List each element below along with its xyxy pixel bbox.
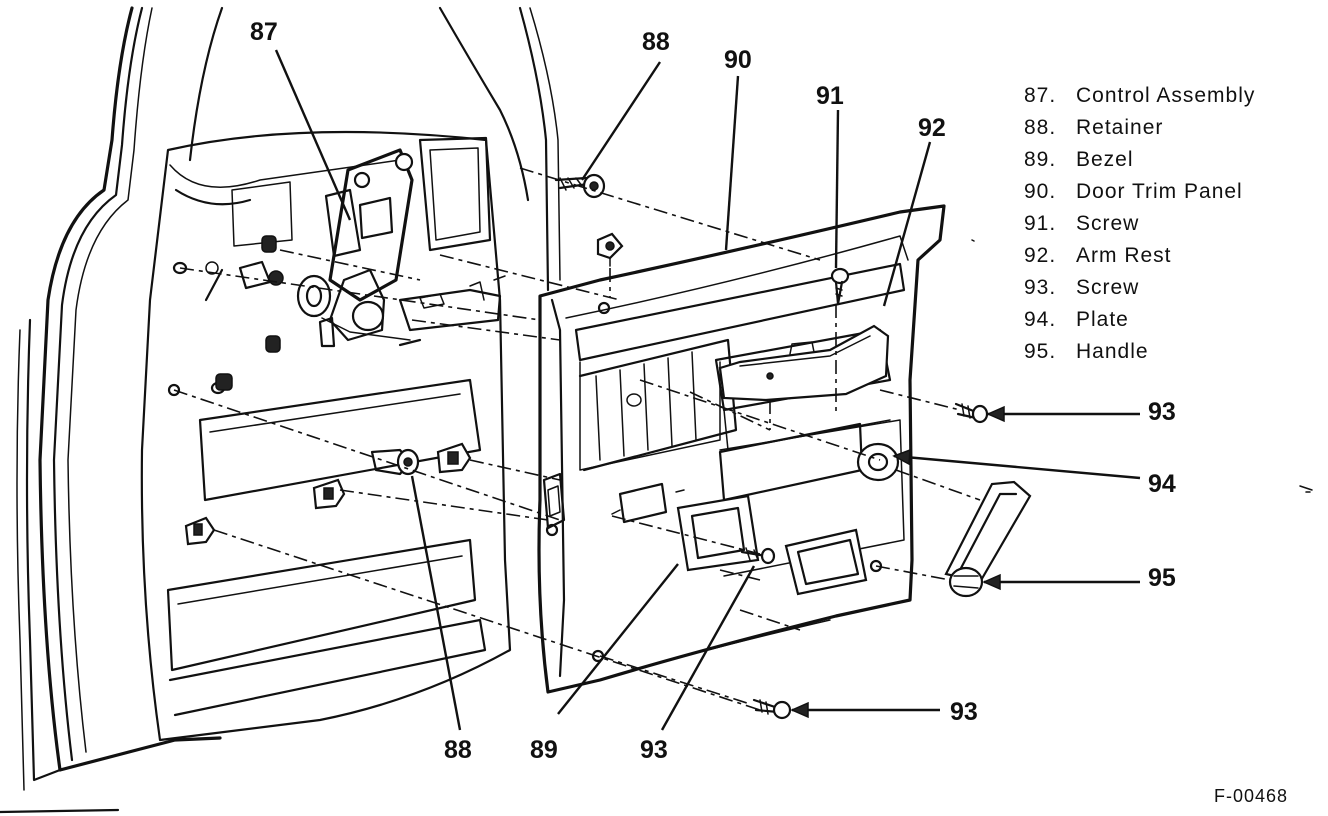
callouts: 87 88 90 91 92 93 94 95 93 88 89 93 xyxy=(250,18,1176,764)
callout-88-top: 88 xyxy=(642,28,670,56)
legend-name: Door Trim Panel xyxy=(1076,180,1243,203)
arm-rest xyxy=(718,324,890,402)
figure-id: F-00468 xyxy=(1214,786,1288,806)
legend-name: Screw xyxy=(1076,276,1139,299)
legend-name: Handle xyxy=(1076,340,1149,363)
legend-num: 92. xyxy=(1024,244,1056,267)
callout-89: 89 xyxy=(530,736,558,764)
callout-87: 87 xyxy=(250,18,278,46)
callout-95: 95 xyxy=(1148,564,1176,592)
callout-93-bottom: 93 xyxy=(640,736,668,764)
callout-91: 91 xyxy=(816,82,844,110)
legend-num: 93. xyxy=(1024,276,1056,299)
callout-90: 90 xyxy=(724,46,752,74)
legend-name: Screw xyxy=(1076,212,1139,235)
legend-num: 95. xyxy=(1024,340,1056,363)
alignment-lines xyxy=(173,167,981,711)
legend-num: 91. xyxy=(1024,212,1056,235)
parts-legend: 87. Control Assembly 88. Retainer 89. Be… xyxy=(1024,84,1255,363)
handle-cup xyxy=(784,528,868,596)
callout-92: 92 xyxy=(918,114,946,142)
screw-91 xyxy=(830,267,850,306)
retainer-clip xyxy=(596,232,624,267)
callout-94: 94 xyxy=(1148,470,1176,498)
door-inner-frame xyxy=(16,6,561,791)
legend-name: Arm Rest xyxy=(1076,244,1172,267)
legend-name: Plate xyxy=(1076,308,1129,331)
legend-num: 90. xyxy=(1024,180,1056,203)
legend-num: 88. xyxy=(1024,116,1056,139)
legend-name: Bezel xyxy=(1076,148,1134,171)
screw-93-bottom xyxy=(752,698,792,720)
retainer-screw-top xyxy=(554,173,606,199)
window-crank-handle xyxy=(944,480,1032,598)
door-clips xyxy=(184,442,566,546)
scan-marks xyxy=(0,239,1313,814)
plate xyxy=(856,442,900,482)
callout-93-right: 93 xyxy=(1148,398,1176,426)
leader-lines xyxy=(274,49,1141,731)
legend-num: 87. xyxy=(1024,84,1056,107)
legend-num: 89. xyxy=(1024,148,1056,171)
bezel xyxy=(676,494,760,572)
legend-name: Retainer xyxy=(1076,116,1163,139)
legend-num: 94. xyxy=(1024,308,1056,331)
screw-93-right xyxy=(954,402,989,424)
door-trim-panel xyxy=(537,204,946,694)
callout-93-bottom-right: 93 xyxy=(950,698,978,726)
callout-88-bottom: 88 xyxy=(444,736,472,764)
legend-name: Control Assembly xyxy=(1076,84,1255,107)
screw-93-bezel xyxy=(740,547,776,565)
control-assembly xyxy=(204,148,506,348)
